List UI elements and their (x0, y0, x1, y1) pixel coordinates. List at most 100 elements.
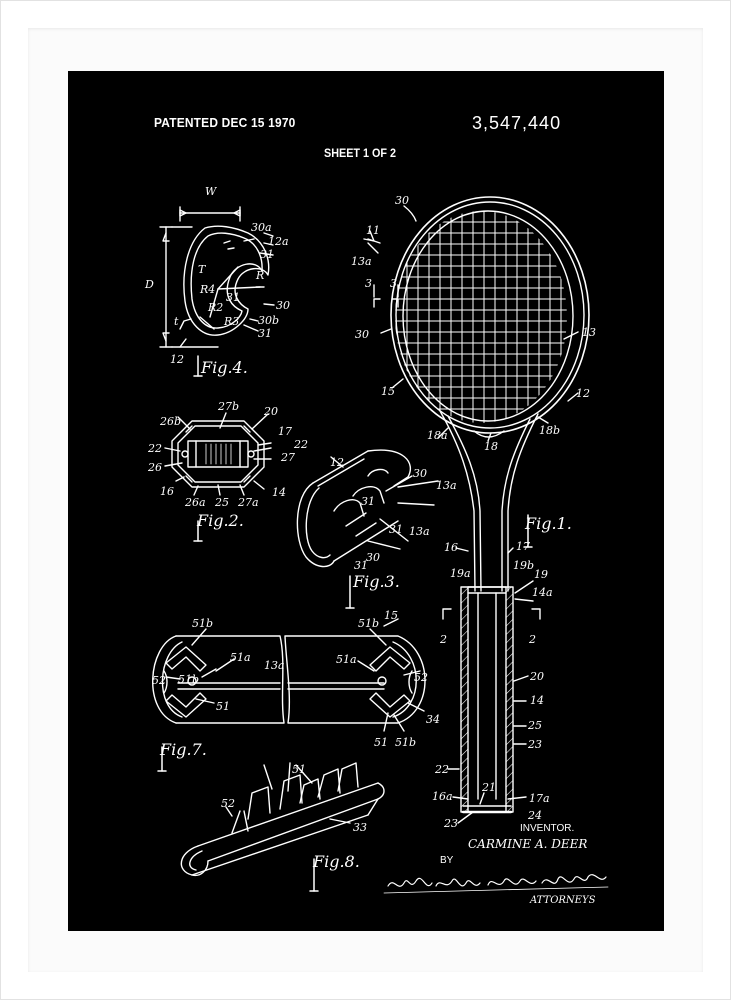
svg-text:12a: 12a (268, 235, 289, 248)
svg-text:31: 31 (260, 248, 274, 261)
figure-titles: Fig.4. Fig.2. Fig.3. Fig.7. Fig.8. Fig.1… (159, 358, 572, 871)
svg-text:17: 17 (278, 425, 292, 438)
svg-text:34: 34 (426, 713, 440, 726)
svg-text:51b: 51b (358, 617, 379, 630)
patent-number: 3,547,440 (472, 113, 562, 133)
svg-text:16a: 16a (432, 790, 453, 803)
svg-text:27a: 27a (237, 496, 259, 509)
svg-text:52: 52 (152, 674, 166, 687)
svg-text:15: 15 (384, 609, 398, 622)
svg-text:31: 31 (354, 559, 368, 572)
svg-text:30: 30 (366, 551, 380, 564)
svg-text:14: 14 (530, 694, 544, 707)
svg-text:51a: 51a (230, 651, 251, 664)
svg-text:17: 17 (516, 540, 530, 553)
svg-text:51: 51 (216, 700, 230, 713)
svg-text:13a: 13a (436, 479, 457, 492)
svg-text:30: 30 (395, 194, 409, 207)
svg-text:24: 24 (527, 809, 542, 822)
svg-text:51b: 51b (192, 617, 213, 630)
svg-text:26: 26 (147, 461, 162, 474)
svg-text:3: 3 (390, 277, 397, 290)
svg-text:21: 21 (481, 781, 496, 794)
svg-text:R: R (255, 269, 264, 282)
svg-text:16: 16 (160, 485, 174, 498)
fig3-grip-insert (296, 449, 439, 568)
svg-text:18a: 18a (427, 429, 448, 442)
svg-text:30: 30 (276, 299, 290, 312)
svg-text:30b: 30b (258, 314, 279, 327)
svg-text:19: 19 (534, 568, 548, 581)
svg-text:51: 51 (374, 736, 388, 749)
svg-text:31: 31 (389, 523, 403, 536)
svg-text:23: 23 (443, 817, 458, 830)
patent-poster: PATENTED DEC 15 1970 3,547,440 SHEET 1 O… (68, 71, 664, 931)
svg-text:R3: R3 (223, 315, 239, 328)
svg-text:T: T (198, 263, 207, 276)
sheet-label: SHEET 1 OF 2 (324, 146, 397, 160)
inventor-label: INVENTOR. (520, 823, 575, 834)
svg-text:30: 30 (355, 328, 369, 341)
patent-date: PATENTED DEC 15 1970 (154, 115, 296, 130)
svg-text:R4: R4 (199, 283, 215, 296)
fig8-insert-perspective (180, 762, 385, 877)
svg-text:13: 13 (582, 326, 596, 339)
svg-text:19a: 19a (450, 567, 471, 580)
svg-text:D: D (144, 278, 154, 291)
svg-text:51b: 51b (178, 673, 199, 686)
svg-text:51a: 51a (336, 653, 357, 666)
fig1-label: Fig.1. (524, 514, 572, 533)
svg-text:22: 22 (293, 438, 308, 451)
svg-text:17a: 17a (529, 792, 550, 805)
svg-text:13a: 13a (409, 525, 430, 538)
fig7-label: Fig.7. (159, 740, 207, 759)
fig3-label: Fig.3. (352, 572, 400, 591)
svg-text:22: 22 (434, 763, 449, 776)
svg-text:31: 31 (258, 327, 272, 340)
by-label: BY (440, 855, 454, 866)
attorneys-label: ATTORNEYS (530, 895, 596, 906)
svg-text:R2: R2 (207, 301, 223, 314)
svg-text:19b: 19b (513, 559, 534, 572)
fig7-insert-pair (152, 618, 426, 732)
fig8-label: Fig.8. (312, 852, 360, 871)
svg-text:26a: 26a (184, 496, 206, 509)
svg-text:20: 20 (529, 670, 544, 683)
svg-text:12: 12 (330, 456, 344, 469)
svg-text:22: 22 (147, 442, 162, 455)
svg-text:11: 11 (366, 224, 380, 237)
svg-text:20: 20 (263, 405, 278, 418)
fig2-grip-section (164, 412, 272, 496)
svg-text:12: 12 (576, 387, 590, 400)
svg-text:t: t (174, 315, 179, 328)
svg-text:23: 23 (527, 738, 542, 751)
svg-text:2: 2 (528, 633, 536, 646)
figure-label-strokes (157, 355, 533, 892)
svg-text:31: 31 (226, 291, 240, 304)
svg-text:13a: 13a (264, 659, 285, 672)
signature-scribble (383, 874, 609, 894)
svg-text:3: 3 (365, 277, 372, 290)
svg-text:18b: 18b (539, 424, 560, 437)
fig1-racket (363, 196, 590, 824)
svg-text:14a: 14a (532, 586, 553, 599)
inventor-name: CARMINE A. DEER (468, 837, 588, 851)
svg-text:30a: 30a (251, 221, 272, 234)
svg-text:25: 25 (214, 496, 229, 509)
fig4-label: Fig.4. (200, 358, 248, 377)
svg-text:31: 31 (361, 495, 375, 508)
svg-text:51b: 51b (395, 736, 416, 749)
fig4-cross-section (159, 206, 275, 348)
svg-text:27b: 27b (217, 400, 239, 413)
svg-text:30: 30 (413, 467, 427, 480)
svg-text:25: 25 (527, 719, 542, 732)
svg-text:27: 27 (280, 451, 295, 464)
svg-text:18: 18 (484, 440, 498, 453)
svg-text:52: 52 (221, 797, 235, 810)
fig2-label: Fig.2. (196, 511, 244, 530)
svg-text:52: 52 (414, 671, 428, 684)
svg-text:14: 14 (272, 486, 286, 499)
svg-text:13a: 13a (351, 255, 372, 268)
